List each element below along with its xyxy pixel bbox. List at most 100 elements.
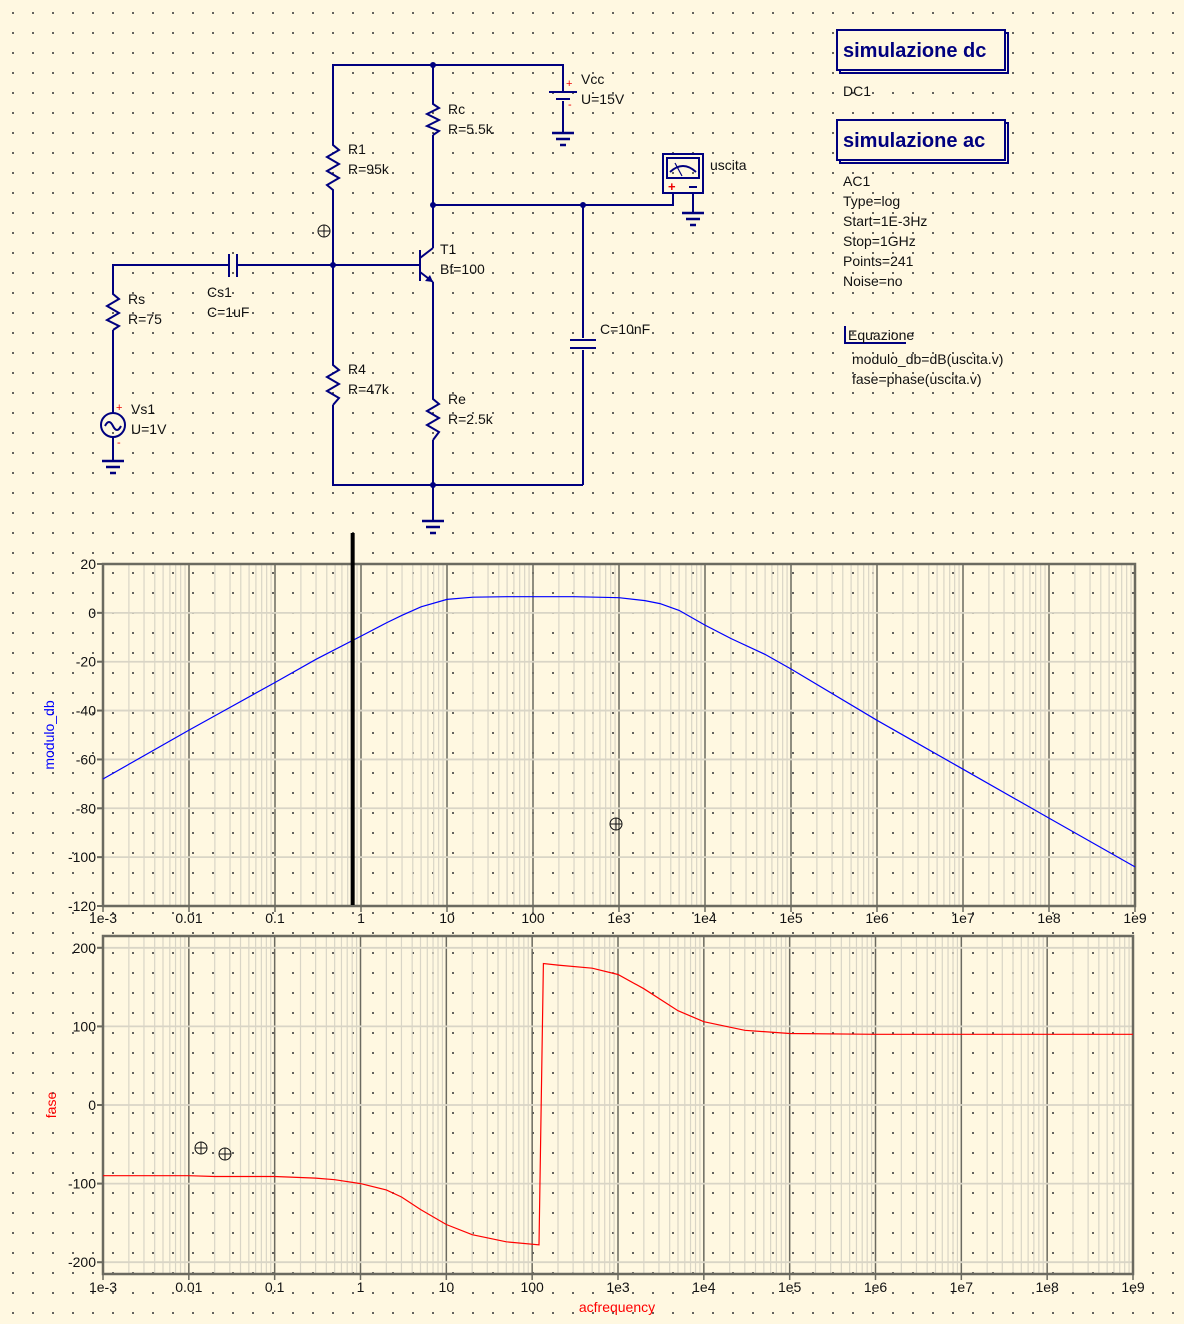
ground-icons bbox=[102, 131, 704, 535]
x-tick-label: 1e5 bbox=[779, 910, 803, 926]
vcc-value: U=15V bbox=[581, 91, 625, 107]
phase-ylabel: fase bbox=[43, 1092, 59, 1119]
probe-name: uscita bbox=[710, 157, 747, 173]
series-line-fase bbox=[103, 962, 1133, 1246]
sim-dc-name: DC1 bbox=[843, 83, 871, 99]
x-tick-label: 1e4 bbox=[693, 910, 717, 926]
x-tick-label: 1e3 bbox=[607, 910, 631, 926]
x-tick-label: 100 bbox=[521, 910, 545, 926]
voltmeter-probe[interactable]: + bbox=[662, 153, 704, 194]
vs1-name: Vs1 bbox=[131, 401, 155, 417]
re-value: R=2.5k bbox=[448, 411, 494, 427]
resistor-r1[interactable] bbox=[325, 140, 341, 195]
x-tick-label: 1e9 bbox=[1123, 910, 1147, 926]
x-tick-label: 1e7 bbox=[951, 910, 975, 926]
r4-value: R=47k bbox=[348, 381, 390, 397]
resistor-rc[interactable] bbox=[424, 100, 442, 136]
y-tick-label: 0 bbox=[88, 605, 96, 621]
x-tick-label: 1e6 bbox=[864, 1279, 888, 1295]
cs1-value: C=1uF bbox=[207, 304, 249, 320]
sim-ac-param: Stop=1GHz bbox=[843, 233, 916, 249]
series-line-modulo_db bbox=[102, 596, 1136, 868]
rs-name: Rs bbox=[128, 291, 145, 307]
x-tick-label: 100 bbox=[520, 1279, 544, 1295]
x-tick-label: 1e7 bbox=[950, 1279, 974, 1295]
sim-dc-title: simulazione dc bbox=[843, 40, 986, 62]
vcc-name: Vcc bbox=[581, 71, 604, 87]
y-tick-label: 0 bbox=[88, 1097, 96, 1113]
y-tick-label: 100 bbox=[73, 1018, 97, 1034]
junction-dots bbox=[330, 62, 586, 488]
y-tick-label: -60 bbox=[76, 751, 96, 767]
y-tick-label: -40 bbox=[76, 703, 96, 719]
y-tick-label: -200 bbox=[68, 1254, 96, 1270]
sim-ac-param: Start=1E-3Hz bbox=[843, 213, 927, 229]
rc-value: R=5.5k bbox=[448, 121, 494, 137]
sim-dc-block[interactable]: simulazione dc bbox=[836, 29, 1009, 74]
x-tick-label: 0.1 bbox=[265, 910, 285, 926]
x-tick-label: 1e4 bbox=[692, 1279, 716, 1295]
plus-sign: + bbox=[116, 402, 122, 414]
x-tick-label: 10 bbox=[439, 1279, 455, 1295]
re-name: Re bbox=[448, 391, 466, 407]
battery-vcc[interactable]: + - bbox=[549, 78, 577, 111]
resistor-re[interactable] bbox=[425, 395, 441, 441]
minus-sign: - bbox=[568, 99, 572, 111]
x-tick-label: 0.01 bbox=[175, 910, 202, 926]
r1-name: R1 bbox=[348, 141, 366, 157]
transistor-t1[interactable] bbox=[419, 247, 434, 283]
plus-sign: + bbox=[668, 179, 676, 194]
cursor-crosshair-icon bbox=[317, 224, 331, 238]
sim-ac-title: simulazione ac bbox=[843, 130, 985, 152]
r4-name: R4 bbox=[348, 361, 366, 377]
plus-sign: + bbox=[566, 78, 572, 90]
x-tick-label: 0.01 bbox=[175, 1279, 202, 1295]
rs-value: R=75 bbox=[128, 311, 162, 327]
x-tick-label: 1e8 bbox=[1037, 910, 1061, 926]
x-tick-label: 1e5 bbox=[778, 1279, 802, 1295]
equation-line: fase=phase(uscita.v) bbox=[852, 371, 982, 387]
mag-ylabel: modulo_db bbox=[41, 700, 57, 769]
y-tick-label: 20 bbox=[80, 556, 96, 572]
y-tick-label: -120 bbox=[68, 898, 96, 914]
y-tick-label: 200 bbox=[73, 940, 97, 956]
rc-name: Rc bbox=[448, 101, 465, 117]
c-value: C=10nF bbox=[600, 321, 650, 337]
equation-block[interactable]: Equazione modulo_db=dB(uscita.v) fase=ph… bbox=[844, 326, 1003, 387]
y-tick-label: -100 bbox=[68, 1176, 96, 1192]
y-tick-label: -80 bbox=[76, 800, 96, 816]
vs1-value: U=1V bbox=[131, 421, 167, 437]
minus-sign: - bbox=[117, 437, 121, 449]
x-tick-label: 1 bbox=[357, 1279, 365, 1295]
x-tick-label: 1e6 bbox=[865, 910, 889, 926]
t1-value: Bf=100 bbox=[440, 261, 485, 277]
x-tick-label: 1 bbox=[357, 910, 365, 926]
equation-title: Equazione bbox=[848, 327, 914, 343]
cursor-crosshair-icon bbox=[194, 817, 623, 1161]
x-tick-label: 1e3 bbox=[606, 1279, 630, 1295]
equation-line: modulo_db=dB(uscita.v) bbox=[852, 351, 1003, 367]
sim-ac-block[interactable]: simulazione ac bbox=[836, 119, 1009, 164]
ac-source-vs1[interactable]: + - bbox=[100, 402, 126, 449]
x-tick-label: 10 bbox=[439, 910, 455, 926]
phase-xlabel: acfrequency bbox=[579, 1299, 655, 1315]
sim-ac-params: AC1 Type=log Start=1E-3Hz Stop=1GHz Poin… bbox=[843, 173, 927, 289]
capacitor-cs1[interactable] bbox=[228, 254, 238, 277]
t1-name: T1 bbox=[440, 241, 457, 257]
x-tick-label: 1e-3 bbox=[89, 910, 117, 926]
plot-frame bbox=[101, 562, 1137, 908]
wires bbox=[112, 64, 694, 520]
x-tick-label: 1e-3 bbox=[89, 1279, 117, 1295]
sim-ac-param: Noise=no bbox=[843, 273, 903, 289]
resistor-r4[interactable] bbox=[325, 360, 341, 406]
resistor-rs[interactable] bbox=[104, 290, 121, 331]
x-tick-label: 0.1 bbox=[265, 1279, 285, 1295]
r1-value: R=95k bbox=[348, 161, 390, 177]
sim-ac-param: AC1 bbox=[843, 173, 870, 189]
y-tick-label: -100 bbox=[68, 849, 96, 865]
magnitude-chart[interactable]: 1e-3 0.01 0.1 1 10 100 1e3 1e4 1e5 1e6 1e7 1e8 1e9 20… bbox=[68, 556, 1147, 926]
sim-ac-param: Type=log bbox=[843, 193, 900, 209]
capacitor-c[interactable] bbox=[570, 339, 596, 349]
